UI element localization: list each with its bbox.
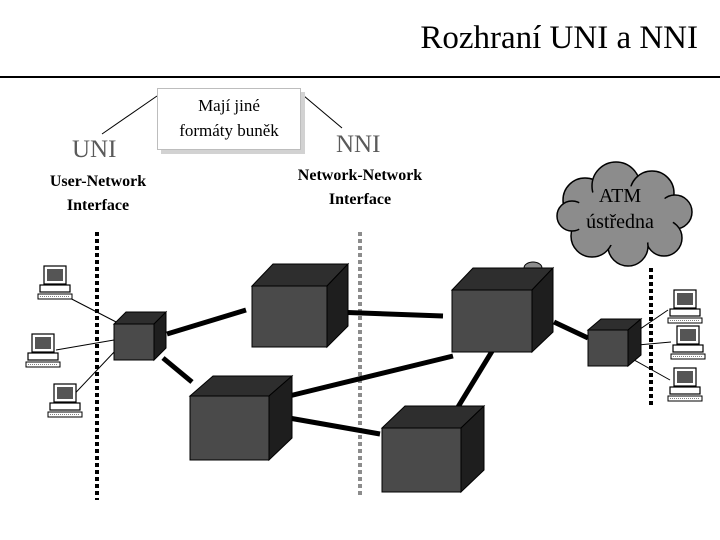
switch-edge-right — [586, 317, 643, 368]
switch-core-top-left — [250, 262, 350, 349]
computer-icon — [25, 333, 61, 368]
atm-cloud-label: ATM ústředna — [560, 183, 680, 235]
page-title: Rozhraní UNI a NNI — [420, 20, 698, 56]
nni-description: Network-Network Interface — [272, 164, 448, 212]
switch-core-bottom — [380, 404, 486, 494]
title-underline — [0, 76, 720, 78]
computer-icon — [37, 265, 73, 300]
callout-pointer-nni — [303, 95, 343, 129]
atm-cloud-line-2: ústředna — [586, 211, 654, 233]
switch-core-bottom-left — [188, 374, 294, 462]
callout-box: Mají jiné formáty buněk — [157, 88, 301, 150]
nni-description-line-1: Network-Network — [297, 167, 423, 184]
callout-line-2: formáty buněk — [179, 121, 279, 140]
switch-core-right — [450, 266, 555, 354]
callout-pointer-uni — [101, 95, 158, 135]
uni-description-line-2: Interface — [66, 197, 130, 214]
callout-line-1: Mají jiné — [198, 96, 260, 115]
uni-abbreviation: UNI — [72, 136, 117, 163]
computer-icon — [670, 325, 706, 360]
uni-description-line-1: User-Network — [49, 173, 147, 190]
nni-abbreviation: NNI — [336, 131, 381, 158]
atm-cloud-line-1: ATM — [598, 185, 642, 207]
switch-edge-left — [112, 310, 168, 362]
computer-icon — [667, 367, 703, 402]
nni-description-line-2: Interface — [328, 191, 392, 208]
atm-cloud-fill — [574, 186, 674, 246]
computer-icon — [47, 383, 83, 418]
computer-icon — [667, 289, 703, 324]
uni-description: User-Network Interface — [20, 170, 176, 218]
